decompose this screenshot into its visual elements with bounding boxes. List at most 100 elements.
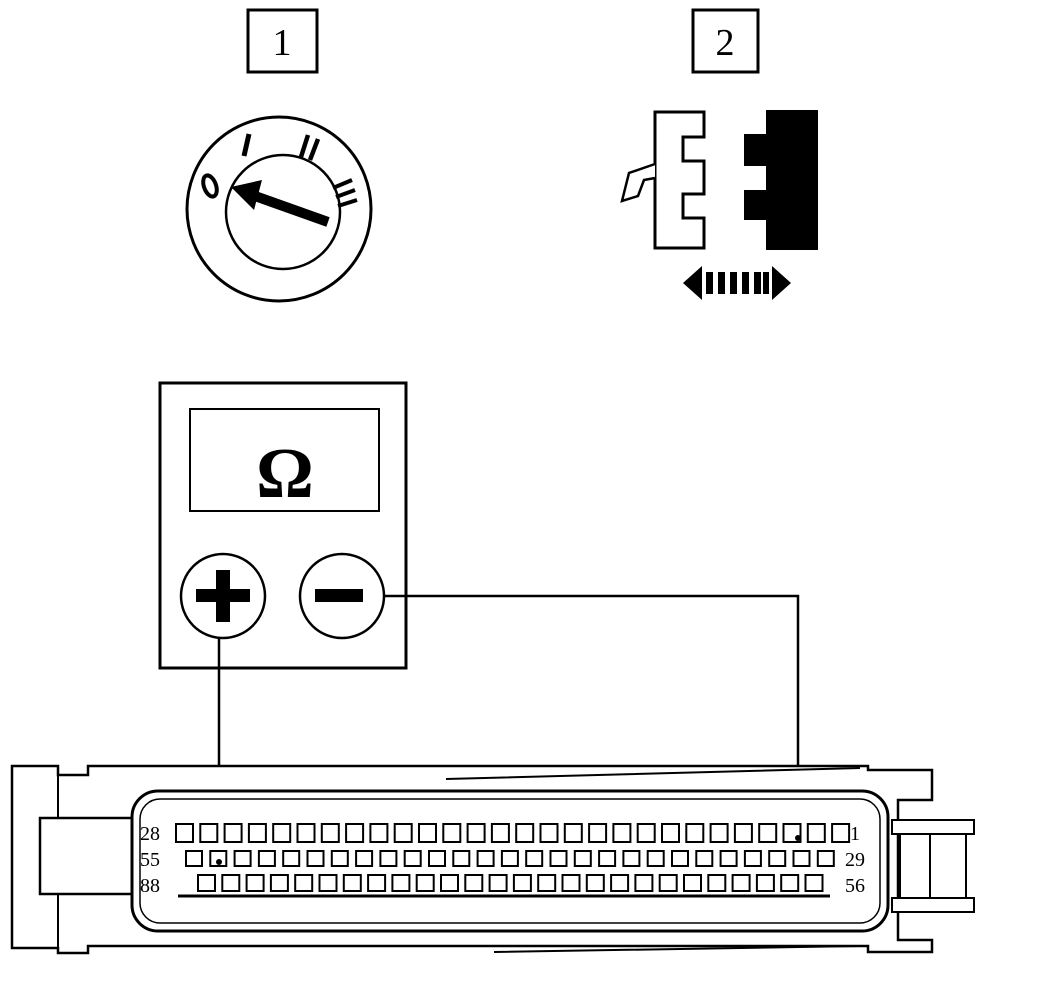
pin-cavity bbox=[367, 874, 387, 892]
ignition-position-0 bbox=[201, 173, 219, 199]
pin-label-29: 29 bbox=[845, 849, 865, 871]
pin-cavity bbox=[537, 874, 557, 892]
pin-cavity bbox=[391, 874, 411, 892]
pin-row-3 bbox=[197, 874, 824, 892]
pin-cavity bbox=[209, 850, 228, 867]
pin-cavity bbox=[223, 823, 243, 843]
ohmmeter-display bbox=[189, 408, 380, 512]
step-2-number: 2 bbox=[716, 22, 735, 64]
pin-cavity bbox=[588, 823, 608, 843]
pin-cavity bbox=[661, 823, 680, 843]
pin-cavity bbox=[831, 823, 851, 843]
pin-label-56: 56 bbox=[845, 875, 865, 897]
pin-row-2 bbox=[185, 850, 835, 867]
pin-cavity bbox=[695, 850, 714, 867]
connector-disconnect-icon bbox=[620, 110, 818, 300]
pin-cavity bbox=[466, 823, 486, 843]
pin-cavity bbox=[296, 823, 316, 843]
pin-cavity bbox=[685, 823, 705, 843]
pin-cavity bbox=[612, 823, 632, 843]
connector-right-clip bbox=[891, 819, 975, 913]
pin-cavity bbox=[755, 874, 775, 892]
pin-label-55: 55 bbox=[140, 849, 160, 871]
pin-cavity bbox=[306, 850, 325, 867]
pin-cavity bbox=[792, 850, 811, 867]
pin-cavity bbox=[342, 874, 362, 892]
double-arrow-icon bbox=[683, 266, 791, 300]
ignition-position-1 bbox=[241, 133, 252, 157]
pin-cavity bbox=[539, 823, 559, 843]
pin-cavity bbox=[598, 850, 617, 867]
ecu-connector: 28 55 88 1 29 56 bbox=[10, 764, 975, 955]
pin-cavity bbox=[658, 874, 678, 892]
pin-cavity bbox=[175, 823, 194, 843]
pin-cavity bbox=[476, 850, 495, 867]
ignition-key-arrow-icon bbox=[231, 180, 330, 227]
pin-row-1 bbox=[175, 823, 851, 843]
pin-cavity bbox=[709, 823, 729, 843]
pin-cavity bbox=[199, 823, 219, 843]
pin-cavity bbox=[488, 874, 508, 892]
pin-cavity bbox=[610, 874, 630, 892]
pin-cavity bbox=[806, 823, 826, 843]
connector-plug-outline bbox=[653, 110, 706, 250]
step-1-number: 1 bbox=[273, 22, 292, 64]
pin-cavity bbox=[185, 850, 203, 867]
pin-cavity bbox=[330, 850, 349, 867]
pin-cavity bbox=[464, 874, 484, 892]
pin-cavity bbox=[355, 850, 374, 867]
minus-icon bbox=[315, 589, 363, 602]
pin-cavity bbox=[525, 850, 544, 867]
ignition-switch-icon bbox=[185, 115, 373, 303]
negative-probe-contact bbox=[795, 835, 801, 841]
pin-cavity bbox=[561, 874, 581, 892]
pin-cavity bbox=[379, 850, 398, 867]
pin-label-1: 1 bbox=[850, 823, 860, 845]
pin-label-88: 88 bbox=[140, 875, 160, 897]
ignition-position-3 bbox=[332, 178, 358, 208]
pin-cavity bbox=[294, 874, 314, 892]
pin-cavity bbox=[272, 823, 292, 843]
pin-cavity bbox=[247, 823, 267, 843]
connector-latch-icon bbox=[620, 162, 656, 203]
pin-cavity bbox=[683, 874, 702, 892]
pin-cavity bbox=[816, 850, 835, 867]
pin-cavity bbox=[415, 874, 435, 892]
pin-cavity bbox=[804, 874, 824, 892]
pin-cavity bbox=[549, 850, 568, 867]
pin-cavity bbox=[269, 874, 289, 892]
pin-cavity bbox=[418, 823, 437, 843]
pin-cavity bbox=[563, 823, 583, 843]
pin-cavity bbox=[707, 874, 727, 892]
pin-cavity bbox=[515, 823, 535, 843]
pin-cavity bbox=[733, 823, 753, 843]
pin-cavity bbox=[646, 850, 665, 867]
pin-cavity bbox=[403, 850, 422, 867]
pin-cavity bbox=[585, 874, 605, 892]
step-2-label: 2 bbox=[691, 8, 760, 74]
pin-cavity bbox=[257, 850, 276, 867]
pin-cavity bbox=[245, 874, 265, 892]
positive-terminal bbox=[179, 552, 267, 640]
pin-cavity bbox=[490, 823, 510, 843]
pin-cavity bbox=[780, 874, 800, 892]
ohm-symbol: Ω bbox=[256, 433, 314, 513]
pin-cavity bbox=[318, 874, 338, 892]
pin-cavity bbox=[428, 850, 446, 867]
pin-cavity bbox=[719, 850, 738, 867]
pin-cavity bbox=[743, 850, 762, 867]
pin-cavity bbox=[731, 874, 751, 892]
connector-socket-solid bbox=[744, 110, 818, 250]
pin-cavity bbox=[221, 874, 241, 892]
pin-cavity bbox=[634, 874, 654, 892]
pin-cavity bbox=[233, 850, 252, 867]
positive-probe-contact bbox=[216, 859, 222, 865]
pin-cavity bbox=[500, 850, 519, 867]
step-1-label: 1 bbox=[246, 8, 319, 74]
ignition-position-2 bbox=[298, 134, 321, 161]
pin-cavity bbox=[369, 823, 389, 843]
ohmmeter: Ω bbox=[158, 381, 408, 670]
pin-cavity bbox=[442, 823, 462, 843]
pin-cavity bbox=[452, 850, 471, 867]
pin-cavity bbox=[758, 823, 778, 843]
